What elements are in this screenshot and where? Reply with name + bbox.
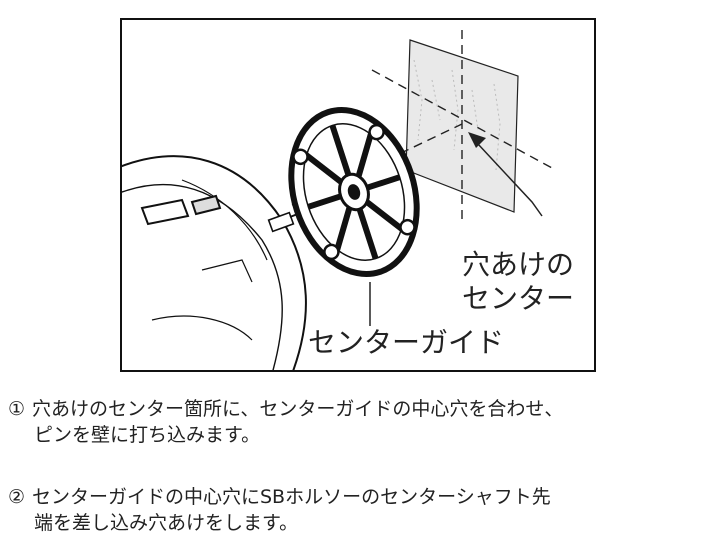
- center-guide-disk: [288, 106, 420, 278]
- hole-center-callout: 穴あけの センター: [462, 248, 575, 316]
- step-2-number: ②: [8, 486, 26, 508]
- step-1-line-1: 穴あけのセンター箇所に、センターガイドの中心穴を合わせ、: [32, 398, 564, 420]
- step-1-line-2: ピンを壁に打ち込みます。: [34, 424, 261, 446]
- hole-center-callout-line-1: 穴あけの: [462, 248, 575, 281]
- illustration-frame: 穴あけの センター センターガイド: [120, 18, 596, 372]
- installation-illustration: [122, 30, 553, 370]
- step-1-number: ①: [8, 398, 26, 420]
- hole-center-callout-line-2: センター: [462, 282, 575, 315]
- step-2-line-1: センターガイドの中心穴にSBホルソーのセンターシャフト先: [32, 486, 551, 508]
- hole-saw-body: [122, 155, 307, 370]
- center-guide-callout: センターガイド: [308, 326, 505, 360]
- hole-center-leader: [468, 132, 543, 217]
- step-2-line-2: 端を差し込み穴あけをします。: [34, 512, 299, 534]
- instruction-step-1: ① 穴あけのセンター箇所に、センターガイドの中心穴を合わせ、 ピンを壁に打ち込みま…: [8, 396, 563, 448]
- instruction-step-2: ② センターガイドの中心穴にSBホルソーのセンターシャフト先 端を差し込み穴あけを…: [8, 484, 551, 536]
